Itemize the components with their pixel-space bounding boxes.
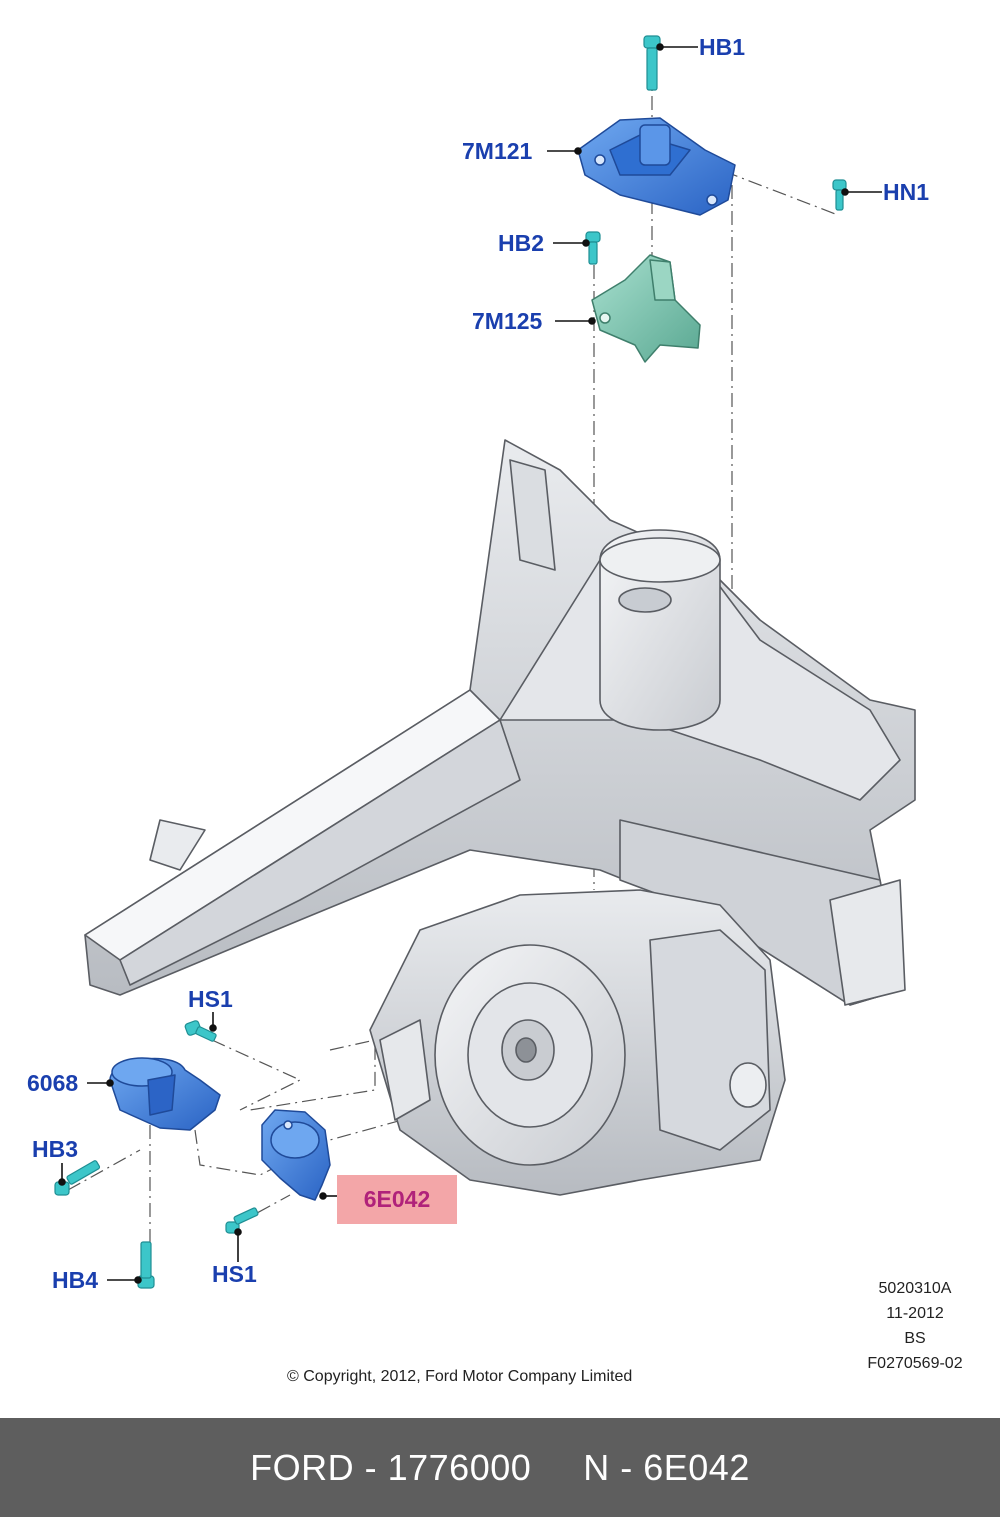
bracket-7m125 (591, 254, 701, 363)
callout-hb2: HB2 (498, 230, 545, 256)
parts-diagram: HB1 7M121 HN1 HB2 7M125 HS1 6068 HB3 HB4… (27, 34, 990, 1385)
bolt-hb2 (585, 231, 601, 265)
callout-7m121: 7M121 (462, 138, 533, 164)
callout-hs1-top: HS1 (188, 986, 233, 1012)
highlighted-part-label[interactable]: 6E042 (337, 1175, 457, 1224)
footer-reference: N - 6E042 (583, 1446, 750, 1488)
footer-bar: FORD - 1776000 N - 6E042 (0, 1418, 1000, 1517)
drawing-figure-number: F0270569-02 (867, 1355, 963, 1372)
exploded-view-drawing (54, 35, 916, 1289)
bolt-hs1-bottom (225, 1207, 259, 1234)
drawing-code: 5020310A (878, 1280, 952, 1297)
callout-hb3: HB3 (32, 1136, 79, 1162)
drawing-region: BS (904, 1330, 926, 1347)
copyright-notice: © Copyright, 2012, Ford Motor Company Li… (287, 1368, 633, 1385)
callout-6068: 6068 (27, 1070, 79, 1096)
callout-hb1: HB1 (699, 34, 746, 60)
bolt-hb1 (643, 35, 661, 91)
callout-hn1: HN1 (883, 179, 930, 205)
callout-hb4: HB4 (52, 1267, 99, 1293)
bolt-hn1 (832, 179, 847, 211)
callout-7m125: 7M125 (472, 308, 543, 334)
footer-part-number: FORD - 1776000 (250, 1446, 532, 1488)
callout-hs1-bottom: HS1 (212, 1261, 257, 1287)
leader-lines (58, 43, 882, 1284)
front-subframe-structure (84, 439, 916, 1006)
bolt-hb4 (137, 1241, 155, 1289)
upper-mount-7m121 (577, 117, 736, 216)
lower-mount-6068 (109, 1057, 221, 1131)
drawing-date: 11-2012 (886, 1305, 944, 1322)
bolts (54, 35, 847, 1289)
bolt-hs1-top (184, 1020, 217, 1042)
mount-6e042 (261, 1109, 331, 1201)
callout-6e042: 6E042 (363, 1186, 431, 1212)
transmission-assembly (369, 889, 786, 1196)
drawing-info: 5020310A 11-2012 BS F0270569-02 (840, 1276, 990, 1376)
